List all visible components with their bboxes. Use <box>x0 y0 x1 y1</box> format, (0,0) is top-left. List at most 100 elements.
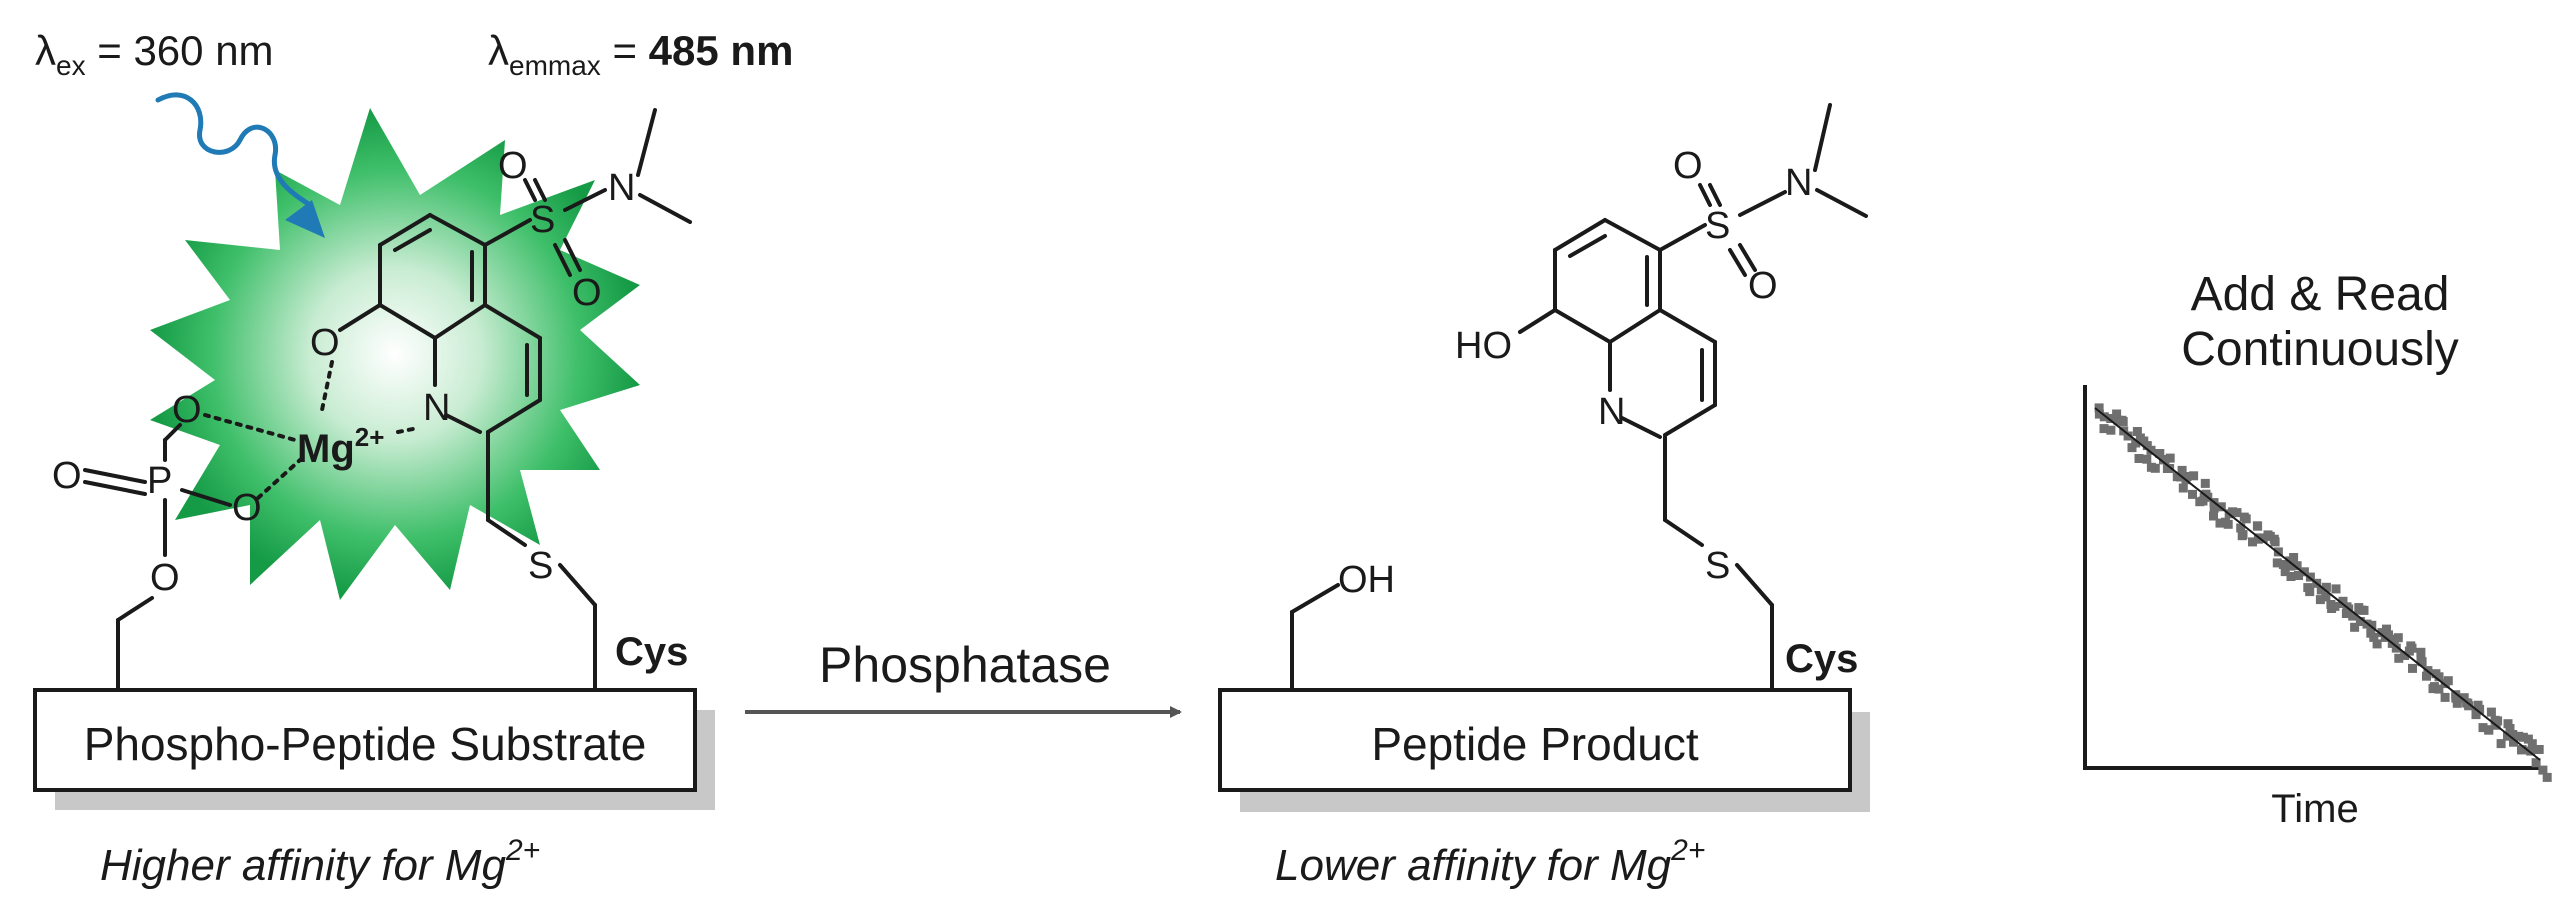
scatter-point <box>2422 671 2431 681</box>
scatter-point <box>2241 514 2251 524</box>
scatter-point <box>2391 643 2401 653</box>
scatter-point <box>2451 693 2461 703</box>
scatter-point <box>2338 596 2348 606</box>
scatter-point <box>2428 684 2438 694</box>
scatter-point <box>2178 483 2188 493</box>
substrate-group: N S Cys S O O N O Mg2+ O P O <box>33 92 715 890</box>
quinoline-ring-right <box>1553 218 1717 437</box>
scatter-point <box>2165 453 2175 463</box>
atom-s-left: S <box>528 545 553 587</box>
excitation-arrowhead <box>285 200 325 238</box>
scatter-point <box>2527 739 2537 749</box>
scatter-point <box>2321 582 2331 592</box>
scatter-point <box>2305 572 2315 582</box>
scatter-point <box>2400 651 2410 660</box>
scatter-point <box>2355 617 2365 626</box>
scatter-point <box>2350 622 2360 632</box>
scatter-point <box>2393 633 2403 643</box>
cys-label-right: Cys <box>1785 637 1858 681</box>
cys-label-left: Cys <box>615 630 688 674</box>
scatter-point <box>2177 465 2187 475</box>
scatter-point <box>2517 745 2527 755</box>
scatter-point <box>2252 521 2262 531</box>
atom-n-right: N <box>1598 391 1625 433</box>
scatter-point <box>2160 455 2170 464</box>
plot-fit-line <box>2094 407 2541 761</box>
scatter-point <box>2280 567 2290 577</box>
scatter-point <box>2215 518 2225 528</box>
scatter-point <box>2503 731 2512 741</box>
scatter-point <box>2514 731 2524 741</box>
scatter-point <box>2146 445 2156 455</box>
plot-title-line1: Add & Read <box>2191 268 2450 321</box>
scatter-point <box>2459 693 2469 703</box>
plot-title-line2: Continuously <box>2181 323 2459 376</box>
scatter-point <box>2248 537 2257 547</box>
atom-o-phosphate-top: O <box>172 389 202 431</box>
scatter-point <box>2188 489 2197 499</box>
scatter-point <box>2200 478 2210 488</box>
scatter-point <box>2478 723 2488 733</box>
phosphatase-label: Phosphatase <box>819 637 1111 693</box>
scatter-point <box>2359 605 2369 615</box>
scatter-point <box>2228 507 2238 517</box>
scatter-point <box>2331 584 2341 594</box>
atom-n-sulfonamide-left: N <box>608 167 635 209</box>
scatter-point <box>2526 746 2536 756</box>
scatter-point <box>2382 624 2391 634</box>
scatter-point <box>2542 772 2552 782</box>
scatter-point <box>2503 719 2513 729</box>
scatter-point <box>2099 424 2109 434</box>
scatter-point <box>2134 454 2144 463</box>
scatter-point <box>2486 707 2496 717</box>
scatter-point <box>2272 558 2282 568</box>
mg-ion: Mg2+ <box>297 422 384 471</box>
scatter-point <box>2440 692 2450 702</box>
scatter-point <box>2237 531 2247 541</box>
scatter-point <box>2236 523 2246 533</box>
scatter-point <box>2127 443 2137 453</box>
scatter-point <box>2278 560 2288 569</box>
scatter-point <box>2367 620 2377 630</box>
scatter-point <box>2305 587 2315 597</box>
scatter-point <box>2209 511 2218 521</box>
scatter-point <box>2094 403 2104 413</box>
scatter-point <box>2369 632 2379 642</box>
atom-o-sulfonyl2-right: O <box>1748 265 1778 307</box>
substrate-box-label: Phospho-Peptide Substrate <box>84 718 647 770</box>
scatter-point <box>2315 595 2325 605</box>
plot-x-label: Time <box>2271 787 2358 831</box>
atom-p: P <box>147 460 172 502</box>
atom-o-phosphate-right: O <box>232 487 262 529</box>
fluorescence-glow <box>150 108 640 600</box>
atom-o-phosphate-left: O <box>52 455 82 497</box>
atom-s-right: S <box>1705 545 1730 587</box>
scatter-point <box>2531 758 2541 768</box>
substrate-caption: Higher affinity for Mg2+ <box>100 834 540 890</box>
scatter-point <box>2123 431 2133 441</box>
scatter-point <box>2407 643 2417 653</box>
scatter-point <box>2330 601 2340 611</box>
atom-o-sulfonyl1-right: O <box>1673 145 1703 187</box>
scatter-point <box>2270 537 2280 547</box>
scatter-point <box>2484 725 2494 735</box>
scatter-point <box>2417 657 2427 667</box>
scatter-point <box>2416 647 2426 657</box>
scatter-point <box>2099 412 2109 422</box>
scatter-point <box>2408 663 2417 673</box>
scatter-point <box>2490 715 2500 725</box>
scatter-point <box>2142 454 2152 464</box>
scatter-point <box>2292 561 2302 571</box>
scatter-point <box>2189 471 2199 481</box>
atom-n-sulfonamide-right: N <box>1785 162 1812 204</box>
product-box-label: Peptide Product <box>1371 718 1699 770</box>
emission-label: λemmax = 485 nm <box>488 27 793 81</box>
scatter-point <box>2372 639 2382 649</box>
atom-o-sulfonyl2-left: O <box>572 272 602 314</box>
scatter-point <box>2443 676 2453 686</box>
atom-s-sulfonyl-right: S <box>1705 205 1730 247</box>
hydroxyl-label: HO <box>1455 325 1512 367</box>
assay-plot: Add & Read Continuously Time <box>2083 268 2552 831</box>
atom-o-sulfonyl1-left: O <box>498 145 528 187</box>
